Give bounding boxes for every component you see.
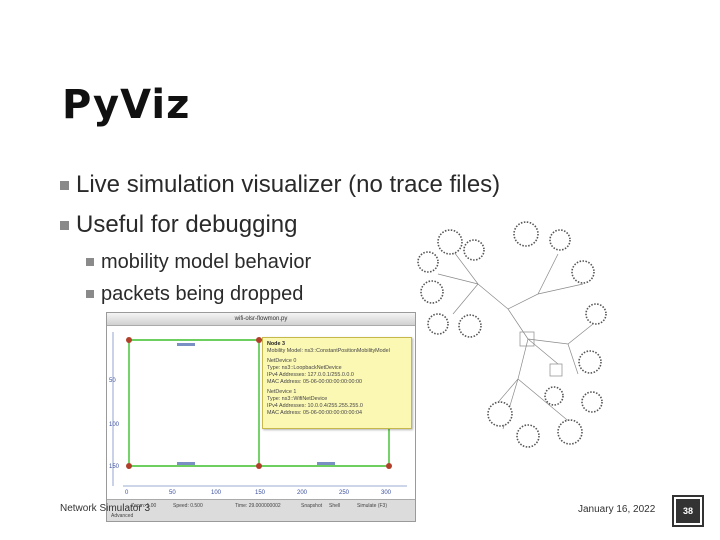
sub-bullet-item: packets being dropped [60,280,500,312]
bullet-item: Live simulation visualizer (no trace fil… [60,168,500,208]
y-tick: 50 [109,378,116,384]
node-tooltip: Node 3 Mobility Model: ns3::ConstantPosi… [262,337,412,429]
tooltip-ipv4: IPv4 Addresses: 10.0.0.4/255.255.255.0 [267,403,363,409]
x-tick: 0 [125,490,129,496]
axes [112,332,407,487]
tooltip-node-name: Node 3 [267,341,285,347]
graph-links [437,243,594,430]
y-tick: 100 [109,422,120,428]
tooltip-type: Type: ns3::LoopbackNetDevice [267,365,342,371]
footer-left-text: Network Simulator 3 [60,503,151,514]
time-display: Time: 29.000000002 [235,503,281,509]
network-graph-image [417,221,607,448]
x-tick: 200 [297,490,308,496]
x-tick: 300 [381,490,392,496]
x-tick: 250 [339,490,350,496]
graph-clusters [417,221,607,448]
visualizer-toolbar: Zoom: 1.00 Speed: 0.500 Time: 29.0000000… [107,499,415,521]
sub-bullet-item: mobility model behavior [60,248,500,280]
footer-date: January 16, 2022 [578,504,656,515]
shell-button: Shell [329,503,341,509]
bullet-item: Useful for debugging [60,208,500,248]
simulate-button: Simulate (F3) [357,503,388,509]
advanced-toggle: Advanced [111,513,134,519]
tooltip-mac: MAC Address: 05-06-00:00:00:00:00:00 [267,379,362,385]
axis-ticks: 0 50 100 150 200 250 300 50 100 150 [109,378,392,496]
x-tick: 100 [211,490,222,496]
slide-title: PyViz [62,82,191,128]
tooltip-mac: MAC Address: 05-06-00:00:00:00:00:04 [267,410,362,416]
page-number-badge: 38 [672,495,704,527]
tooltip-ipv4: IPv4 Addresses: 127.0.0.1/255.0.0.0 [267,372,354,378]
y-tick: 150 [109,464,120,470]
window-titlebar: wifi-olsr-flowmon.py [107,313,415,326]
x-tick: 150 [255,490,266,496]
tooltip-type: Type: ns3::WifiNetDevice [267,396,328,402]
zoom-control: Zoom: 1.00 [131,503,157,509]
bullet-list: Live simulation visualizer (no trace fil… [60,168,500,312]
tooltip-netdevice-1: NetDevice 1 [267,389,297,395]
speed-control: Speed: 0.500 [173,503,203,509]
snapshot-button: Snapshot [301,503,323,509]
tooltip-mobility: Mobility Model: ns3::ConstantPositionMob… [267,348,390,354]
x-tick: 50 [169,490,176,496]
tooltip-netdevice-0: NetDevice 0 [267,358,297,364]
